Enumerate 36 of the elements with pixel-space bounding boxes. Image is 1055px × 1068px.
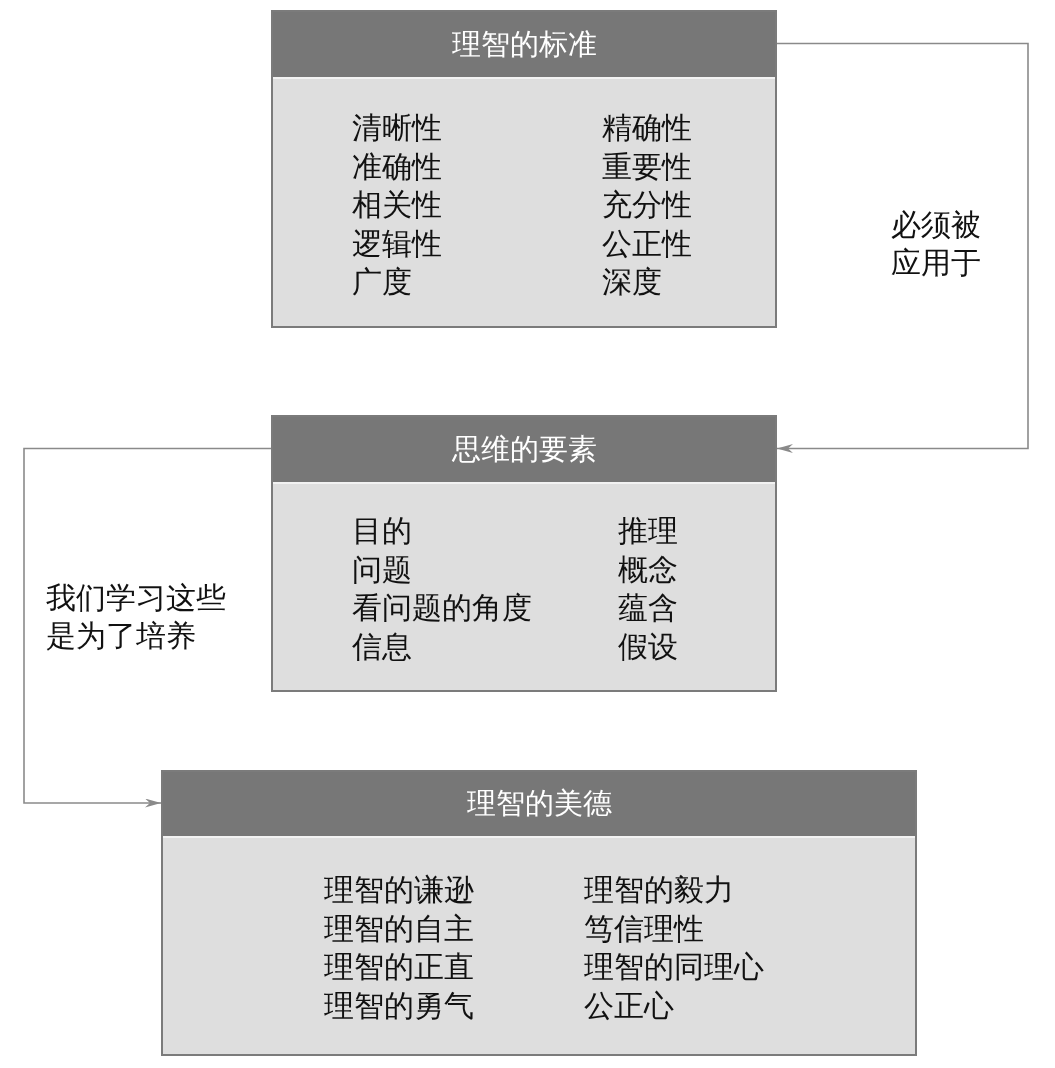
edge-label: 必须被应用于 [891,206,982,282]
list-item: 相关性 [352,186,442,224]
list-item: 清晰性 [352,109,442,147]
list-item: 广度 [352,263,412,301]
edge-label: 我们学习这些是为了培养 [46,579,227,655]
list-item: 问题 [352,550,412,589]
list-item: 理智的自主 [324,909,474,948]
list-item: 充分性 [602,186,692,224]
card-title: 思维的要素 [273,417,775,484]
list-item: 笃信理性 [584,909,704,948]
list-item: 理智的毅力 [584,871,734,909]
list-item: 目的 [352,512,412,550]
list-card [161,770,917,1056]
list-item: 重要性 [602,147,692,186]
list-item: 精确性 [602,109,692,147]
list-item: 理智的正直 [324,948,474,986]
list-item: 信息 [352,627,412,666]
list-item: 概念 [618,550,678,589]
connector-arrow [23,447,272,808]
list-item: 公正性 [602,224,692,263]
list-item: 假设 [618,627,678,666]
list-item: 推理 [618,512,678,550]
list-item: 准确性 [352,147,442,186]
list-item: 深度 [602,263,662,301]
card-title: 理智的美德 [163,772,915,838]
list-item: 蕴含 [618,589,678,627]
list-item: 看问题的角度 [352,589,532,627]
list-card [271,10,777,328]
list-item: 理智的谦逊 [324,871,474,909]
connector-arrow [776,42,1029,453]
list-item: 公正心 [584,986,674,1025]
list-item: 逻辑性 [352,224,442,263]
list-item: 理智的同理心 [584,948,764,986]
list-item: 理智的勇气 [324,986,474,1025]
card-title: 理智的标准 [273,12,775,79]
list-card [271,415,777,692]
